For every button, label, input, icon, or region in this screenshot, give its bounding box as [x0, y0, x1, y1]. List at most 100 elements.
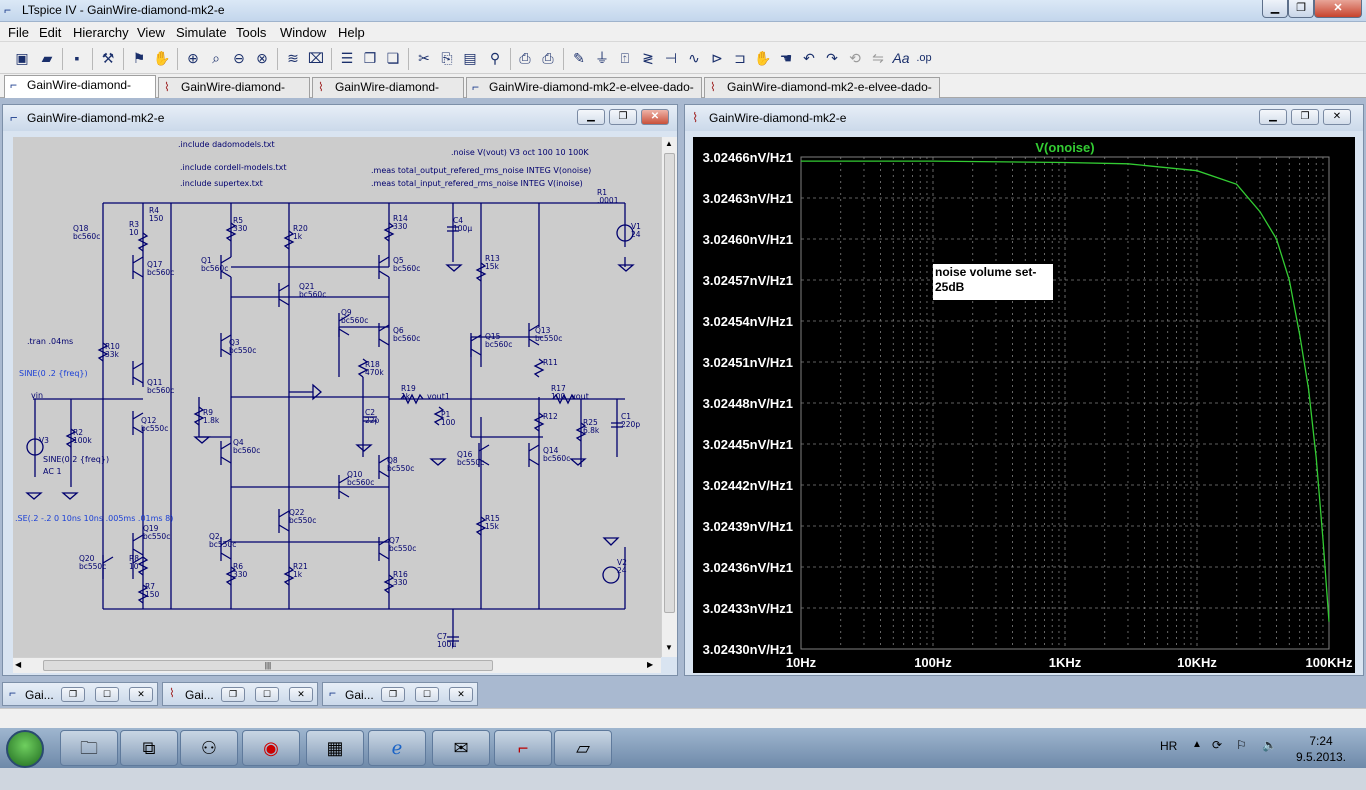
close-all-icon[interactable]: ❏	[386, 50, 400, 66]
restore-icon[interactable]: ❐	[61, 687, 85, 702]
menu-simulate[interactable]: Simulate	[176, 25, 227, 40]
schematic-horizontal-scrollbar[interactable]: ◀ ||| ▶	[13, 657, 661, 673]
find-icon[interactable]: ⚲	[489, 50, 501, 66]
minimized-window-1[interactable]: ⌐ Gai... ❐ ☐ ✕	[2, 682, 158, 706]
menu-edit[interactable]: Edit	[39, 25, 62, 40]
mirror-icon[interactable]: ⇋	[872, 50, 884, 66]
annotation-line-1: noise volume set-	[935, 265, 1037, 279]
tab-schematic-2[interactable]: ⌐GainWire-diamond-mk2-e-elvee-dado-buffe…	[466, 77, 702, 113]
tab-plot-1[interactable]: ⌇GainWire-diamond-mk2-e	[158, 77, 310, 113]
scroll-down-icon[interactable]: ▼	[665, 643, 673, 652]
open-icon[interactable]: ▰	[41, 50, 53, 66]
close-icon[interactable]: ✕	[289, 687, 313, 702]
minimized-window-2[interactable]: ⌇ Gai... ❐ ☐ ✕	[162, 682, 318, 706]
spice-directive-icon[interactable]: .op	[916, 52, 932, 64]
menu-file[interactable]: File	[8, 25, 29, 40]
diode-icon[interactable]: ⊳	[711, 50, 723, 66]
restore-button[interactable]: ❐	[1288, 0, 1314, 18]
capacitor-icon[interactable]: ⊣	[664, 50, 678, 66]
copy-icon[interactable]: ⎘	[441, 50, 453, 66]
zoom-pan-icon[interactable]: ⌕	[212, 50, 220, 66]
explorer-icon[interactable]: 🗀	[60, 730, 118, 766]
action-center-icon[interactable]: ⚐	[1236, 738, 1247, 752]
start-button[interactable]	[6, 730, 44, 768]
autorange-icon[interactable]: ≋	[287, 50, 299, 66]
vertical-scroll-thumb[interactable]	[664, 153, 675, 613]
rotate-icon[interactable]: ⟲	[849, 50, 861, 66]
tab-plot-3[interactable]: ⌇GainWire-diamond-mk2-e-elvee-dado-buffe…	[704, 77, 940, 113]
mark-unref-icon[interactable]: ⌧	[307, 50, 325, 66]
restore-icon[interactable]: ❐	[381, 687, 405, 702]
menu-hierarchy[interactable]: Hierarchy	[73, 25, 129, 40]
minimized-window-3[interactable]: ⌐ Gai... ❐ ☐ ✕	[322, 682, 478, 706]
print-icon[interactable]: ⎙	[542, 50, 554, 66]
horizontal-scroll-thumb[interactable]: |||	[43, 660, 493, 671]
resistor-icon[interactable]: ≷	[642, 50, 654, 66]
schematic-close-button[interactable]: ✕	[641, 109, 669, 125]
drag-icon[interactable]: ☚	[779, 50, 793, 66]
halt-icon[interactable]: ✋	[153, 50, 171, 66]
cascade-icon[interactable]: ❐	[363, 50, 377, 66]
inductor-icon[interactable]: ∿	[688, 50, 700, 66]
paste-icon[interactable]: ▤	[463, 50, 477, 66]
cut-icon[interactable]: ✂	[418, 50, 430, 66]
maximize-icon[interactable]: ☐	[415, 687, 439, 702]
label-net-icon[interactable]: ⍐	[620, 50, 630, 66]
save-icon[interactable]: ▪	[74, 50, 80, 66]
clock-time[interactable]: 7:24	[1309, 734, 1333, 748]
plot-restore-button[interactable]: ❐	[1291, 109, 1319, 125]
volume-icon[interactable]: 🔈	[1262, 738, 1277, 752]
language-indicator[interactable]: HR	[1160, 739, 1178, 753]
schematic-canvas[interactable]: .include dadomodels.txt .include cordell…	[13, 137, 661, 657]
plot-close-button[interactable]: ✕	[1323, 109, 1351, 125]
scroll-up-icon[interactable]: ▲	[665, 139, 673, 148]
menu-tools[interactable]: Tools	[236, 25, 267, 40]
move-icon[interactable]: ✋	[754, 50, 772, 66]
close-icon[interactable]: ✕	[449, 687, 473, 702]
control-panel-icon[interactable]: ⚒	[101, 50, 115, 66]
maximize-icon[interactable]: ☐	[95, 687, 119, 702]
tab-plot-2[interactable]: ⌇GainWire-diamond-mk2-e	[312, 77, 464, 113]
burner-icon[interactable]: ◉	[242, 730, 300, 766]
tab-schematic-1[interactable]: ⌐GainWire-diamond-mk2-e	[4, 75, 156, 111]
show-hidden-icons-icon[interactable]: ▲	[1192, 739, 1202, 750]
scroll-left-icon[interactable]: ◀	[15, 660, 22, 669]
clock-date[interactable]: 9.5.2013.	[1295, 750, 1347, 764]
run-icon[interactable]: ⚑	[132, 50, 146, 66]
text-icon[interactable]: Aa	[892, 50, 910, 66]
close-button[interactable]: ✕	[1314, 0, 1362, 18]
ground-icon[interactable]: ⏚	[595, 50, 609, 66]
minimize-button[interactable]: ▁	[1262, 0, 1288, 18]
notepad-icon[interactable]: ▱	[554, 730, 612, 766]
schematic-restore-button[interactable]: ❐	[609, 109, 637, 125]
restore-icon[interactable]: ❐	[221, 687, 245, 702]
maximize-icon[interactable]: ☐	[255, 687, 279, 702]
usb-icon[interactable]: ⚇	[180, 730, 238, 766]
plot-minimize-button[interactable]: ▁	[1259, 109, 1287, 125]
new-schematic-icon[interactable]: ▣	[15, 50, 29, 66]
component-icon[interactable]: ⊐	[734, 50, 746, 66]
zoom-in-icon[interactable]: ⊕	[187, 50, 199, 66]
schematic-vertical-scrollbar[interactable]: ▲ ▼	[661, 137, 677, 657]
outlook-icon[interactable]: ✉	[432, 730, 490, 766]
menu-help[interactable]: Help	[338, 25, 365, 40]
oscilloscope-icon[interactable]: ▦	[306, 730, 364, 766]
menu-view[interactable]: View	[137, 25, 165, 40]
internet-explorer-icon[interactable]: ℯ	[368, 730, 426, 766]
draw-wire-icon[interactable]: ✎	[573, 50, 585, 66]
zoom-out-icon[interactable]: ⊖	[233, 50, 245, 66]
close-icon[interactable]: ✕	[129, 687, 153, 702]
ltspice-icon[interactable]: ⌐	[494, 730, 552, 766]
print-setup-icon[interactable]: ⎙	[519, 50, 531, 66]
redo-icon[interactable]: ↷	[826, 50, 838, 66]
schematic-minimize-button[interactable]: ▁	[577, 109, 605, 125]
network-icon[interactable]: ⟳	[1212, 738, 1223, 752]
undo-icon[interactable]: ↶	[803, 50, 815, 66]
package-icon[interactable]: ⧉	[120, 730, 178, 766]
menu-window[interactable]: Window	[280, 25, 327, 40]
scroll-right-icon[interactable]: ▶	[647, 660, 654, 669]
plot-annotation[interactable]: noise volume set- 25dB	[933, 264, 1053, 300]
tile-horizontal-icon[interactable]: ☰	[340, 50, 354, 66]
zoom-fit-icon[interactable]: ⊗	[256, 50, 268, 66]
